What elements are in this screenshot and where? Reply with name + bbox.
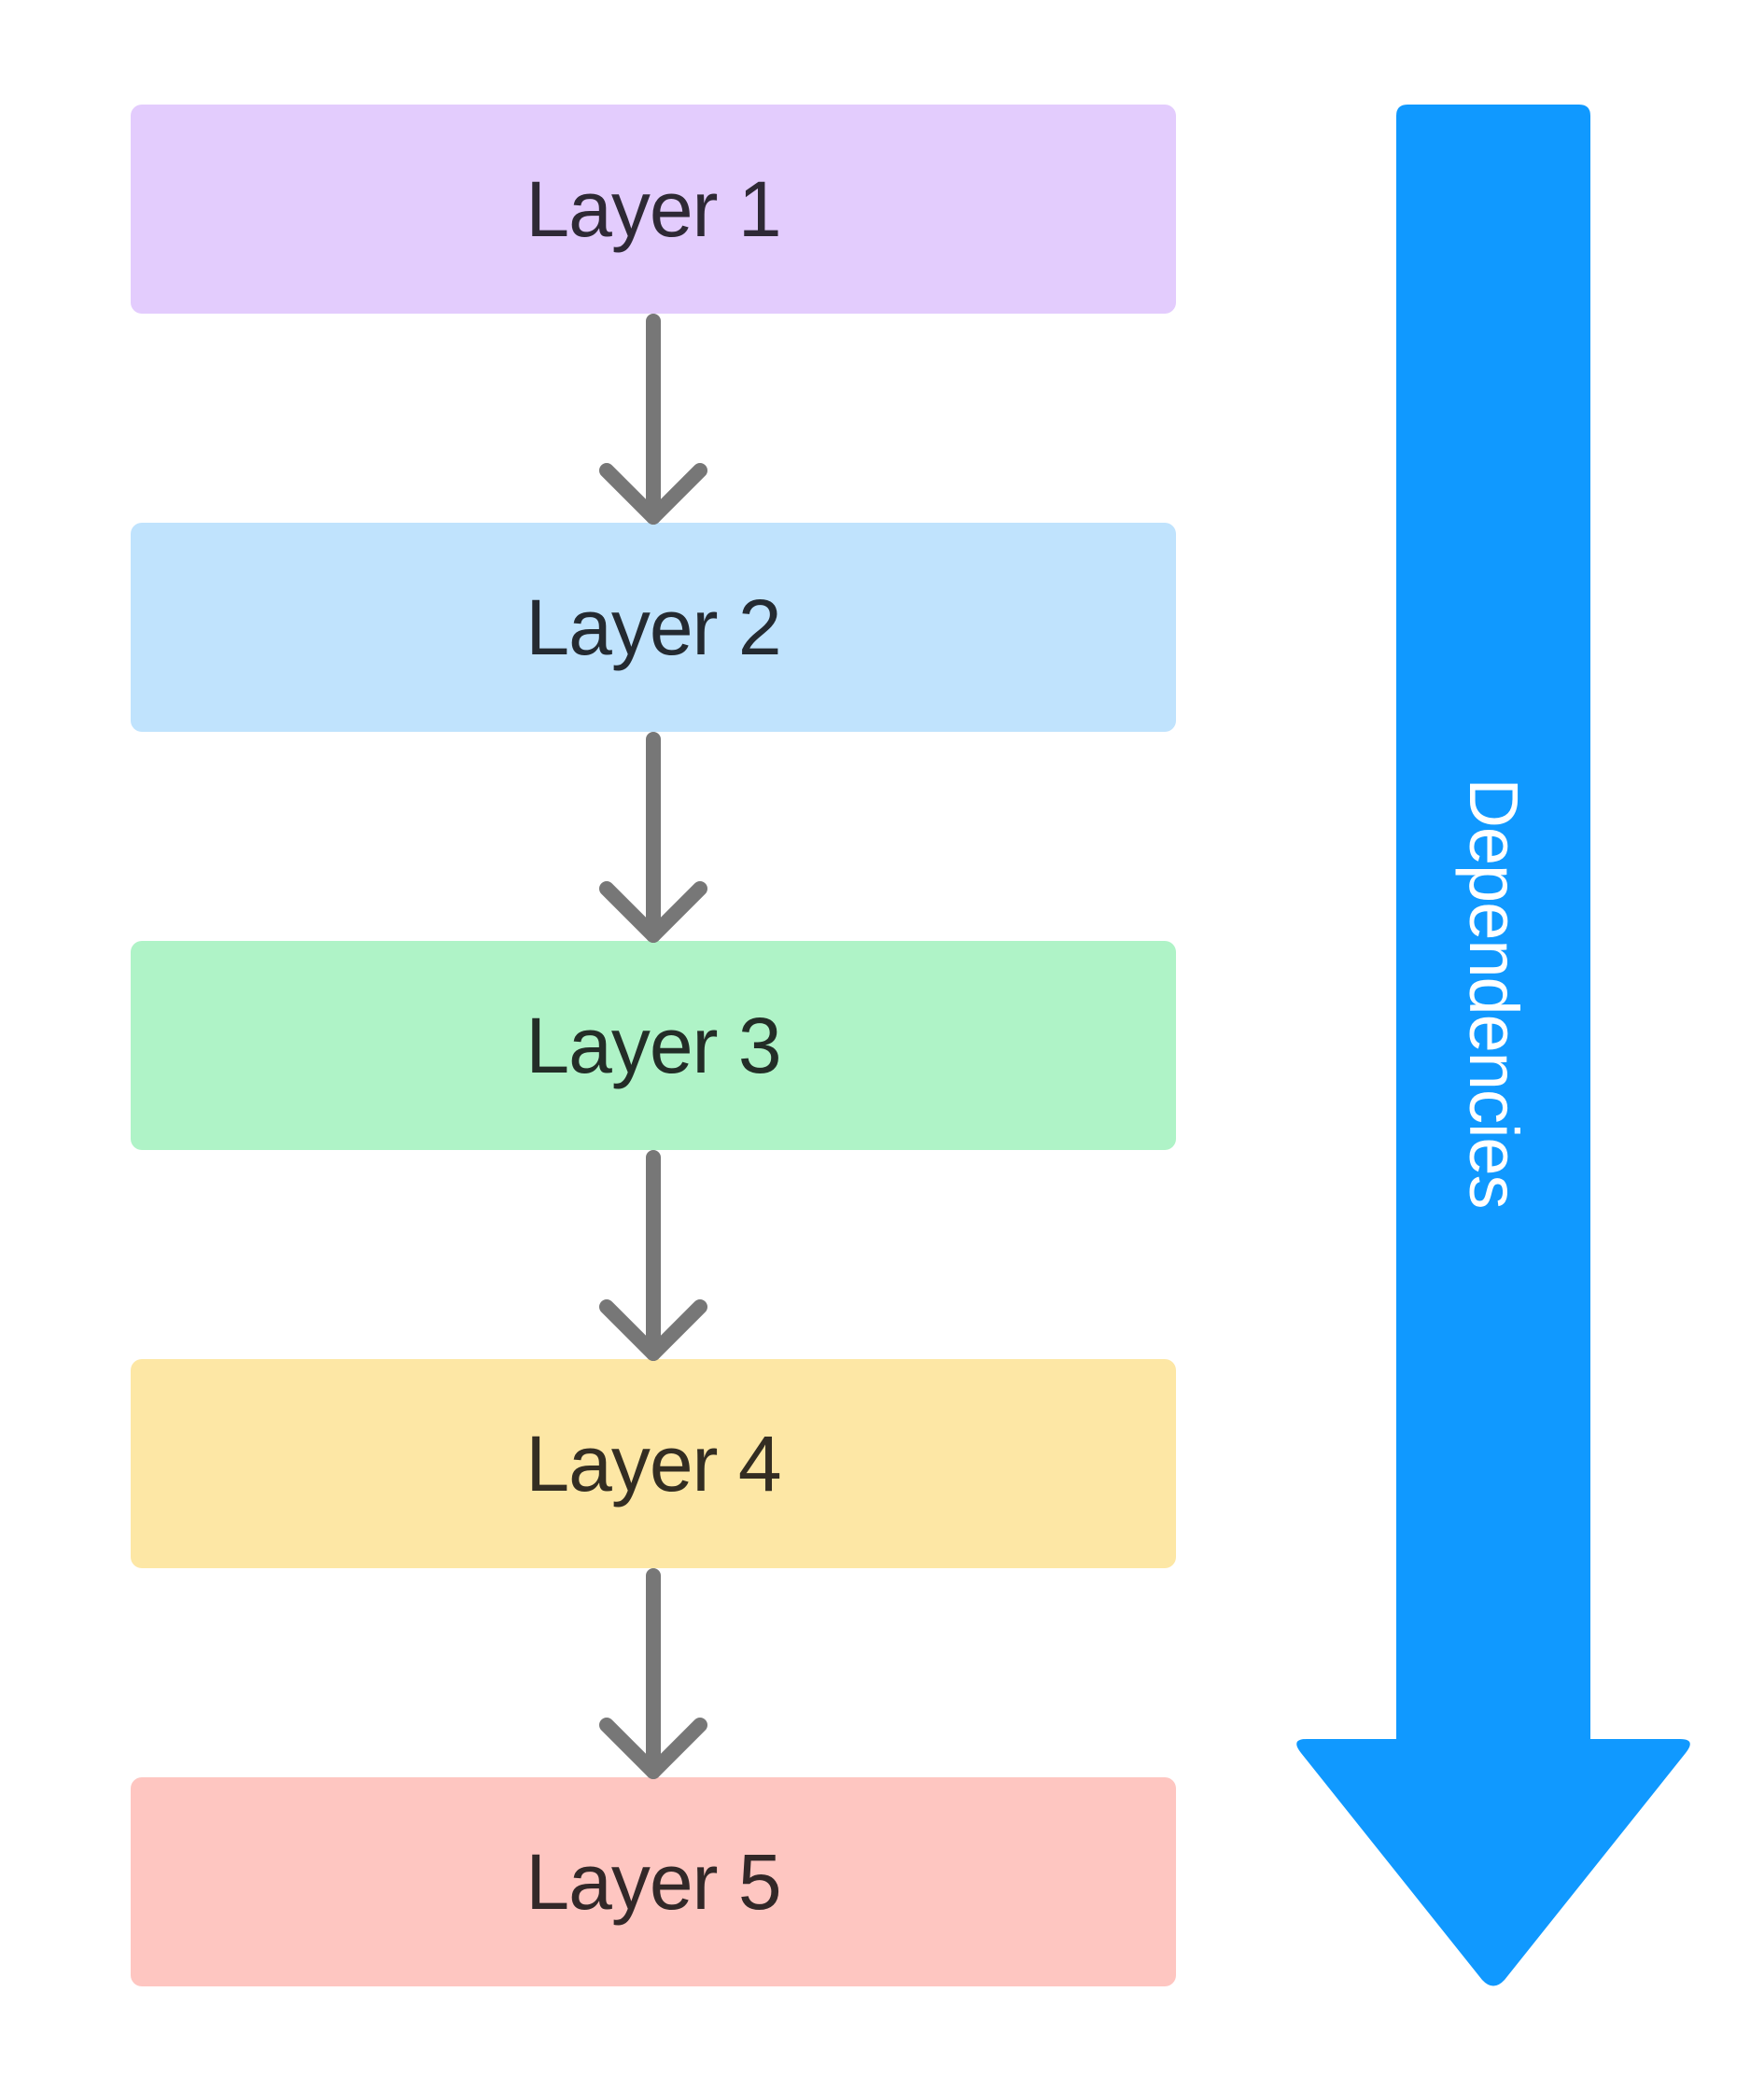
connector-arrow [599,732,707,943]
connector-arrows [599,314,707,1779]
arrowhead-icon [599,881,707,943]
layer-label: Layer 4 [525,1420,781,1508]
layer-box-3: Layer 3 [131,941,1176,1150]
layer-label: Layer 5 [525,1838,781,1926]
layer-box-2: Layer 2 [131,523,1176,732]
arrowhead-icon [599,1299,707,1361]
layer-box-1: Layer 1 [131,105,1176,314]
connector-arrow [599,314,707,525]
arrowhead-icon [599,1718,707,1779]
dependencies-label: Dependencies [1455,778,1533,1209]
layer-box-4: Layer 4 [131,1359,1176,1568]
layer-box-5: Layer 5 [131,1777,1176,1986]
layer-label: Layer 2 [525,583,781,671]
dependencies-arrow [1296,105,1690,1986]
connector-arrow [599,1568,707,1779]
arrowhead-icon [599,463,707,525]
layer-label: Layer 3 [525,1002,781,1089]
layer-label: Layer 1 [525,165,781,253]
connector-arrow [599,1150,707,1361]
